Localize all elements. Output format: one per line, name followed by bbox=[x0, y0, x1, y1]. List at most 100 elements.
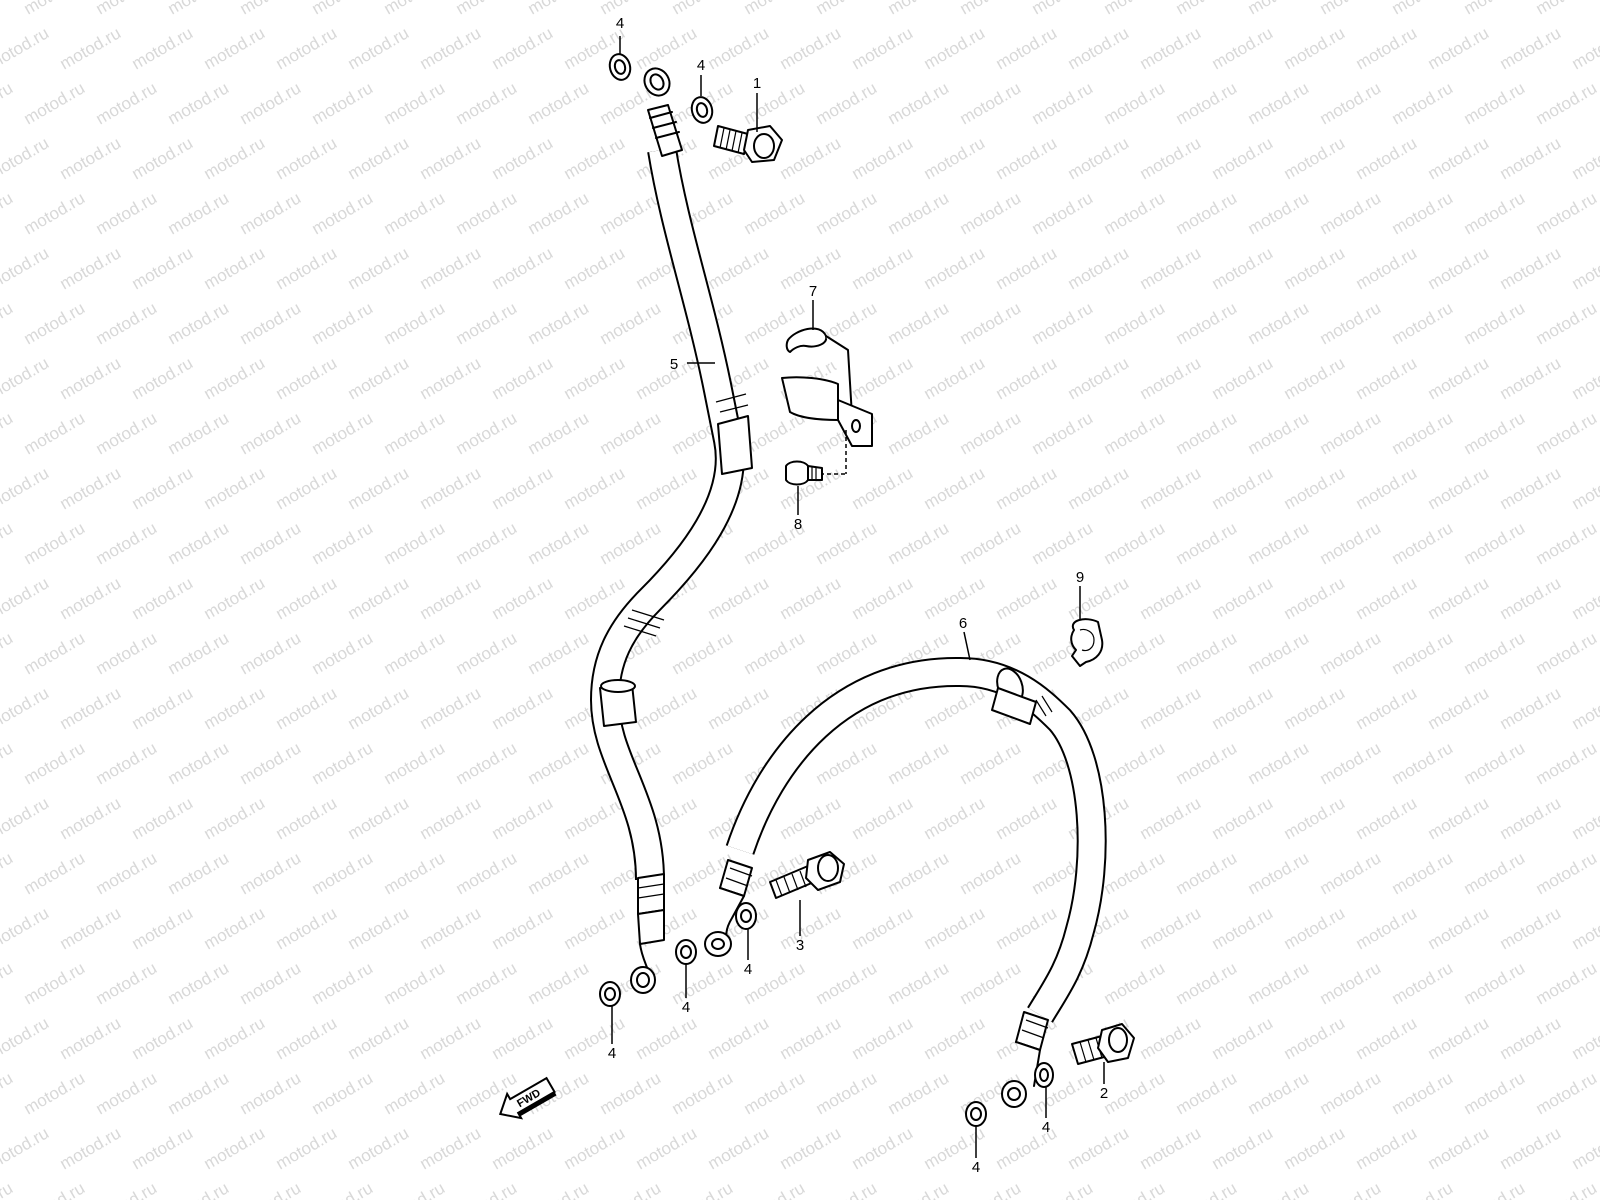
washer-4-right-2[interactable] bbox=[965, 1101, 987, 1127]
watermark-text: motod.ru bbox=[921, 243, 989, 293]
watermark-text: motod.ru bbox=[165, 958, 233, 1008]
watermark-text: motod.ru bbox=[1281, 793, 1349, 843]
watermark-text: motod.ru bbox=[453, 1178, 521, 1200]
washer-4-lower-2[interactable] bbox=[675, 939, 697, 965]
watermark-text: motod.ru bbox=[561, 903, 629, 953]
watermark-text: motod.ru bbox=[165, 1178, 233, 1200]
watermark-text: motod.ru bbox=[1425, 463, 1493, 513]
watermark-text: motod.ru bbox=[1245, 0, 1313, 18]
washer-4-lower-1[interactable] bbox=[599, 981, 621, 1007]
watermark-text: motod.ru bbox=[489, 23, 557, 73]
union-bolt-3[interactable] bbox=[769, 851, 845, 899]
watermark-text: motod.ru bbox=[93, 738, 161, 788]
watermark-text: motod.ru bbox=[1389, 0, 1457, 18]
watermark-text: motod.ru bbox=[561, 463, 629, 513]
watermark-text: motod.ru bbox=[489, 903, 557, 953]
watermark-text: motod.ru bbox=[453, 958, 521, 1008]
brake-hose-6[interactable] bbox=[704, 656, 1107, 1108]
watermark-text: motod.ru bbox=[165, 78, 233, 128]
watermark-text: motod.ru bbox=[381, 738, 449, 788]
watermark-text: motod.ru bbox=[1281, 463, 1349, 513]
watermark-text: motod.ru bbox=[1029, 188, 1097, 238]
watermark-text: motod.ru bbox=[1065, 243, 1133, 293]
union-bolt-2[interactable] bbox=[1071, 1023, 1135, 1065]
watermark-text: motod.ru bbox=[93, 1068, 161, 1118]
watermark-text: motod.ru bbox=[1245, 958, 1313, 1008]
watermark-text: motod.ru bbox=[309, 1068, 377, 1118]
watermark-text: motod.ru bbox=[1569, 353, 1600, 403]
watermark-text: motod.ru bbox=[345, 463, 413, 513]
watermark-text: motod.ru bbox=[129, 793, 197, 843]
watermark-text: motod.ru bbox=[93, 408, 161, 458]
watermark-text: motod.ru bbox=[849, 243, 917, 293]
watermark-text: motod.ru bbox=[525, 628, 593, 678]
washer-4-right-1[interactable] bbox=[1034, 1062, 1054, 1088]
watermark-text: motod.ru bbox=[1353, 683, 1421, 733]
watermark-text: motod.ru bbox=[201, 243, 269, 293]
watermark-text: motod.ru bbox=[0, 23, 52, 73]
watermark-text: motod.ru bbox=[93, 958, 161, 1008]
watermark-text: motod.ru bbox=[0, 408, 16, 458]
watermark-text: motod.ru bbox=[1065, 133, 1133, 183]
watermark-text: motod.ru bbox=[453, 848, 521, 898]
watermark-text: motod.ru bbox=[633, 463, 701, 513]
watermark-text: motod.ru bbox=[57, 573, 125, 623]
callout-bolt-2: 2 bbox=[1100, 1085, 1108, 1102]
washer-4-top-left[interactable] bbox=[607, 52, 633, 82]
watermark-text: motod.ru bbox=[561, 133, 629, 183]
watermark-text: motod.ru bbox=[1209, 353, 1277, 403]
watermark-text: motod.ru bbox=[417, 243, 485, 293]
watermark-text: motod.ru bbox=[57, 1013, 125, 1063]
watermark-text: motod.ru bbox=[849, 133, 917, 183]
watermark-text: motod.ru bbox=[1425, 353, 1493, 403]
watermark-text: motod.ru bbox=[813, 188, 881, 238]
watermark-text: motod.ru bbox=[957, 78, 1025, 128]
watermark-text: motod.ru bbox=[1245, 518, 1313, 568]
watermark-text: motod.ru bbox=[849, 903, 917, 953]
watermark-text: motod.ru bbox=[345, 1123, 413, 1173]
watermark-text: motod.ru bbox=[201, 353, 269, 403]
washer-4-lower-3[interactable] bbox=[735, 902, 757, 930]
watermark-text: motod.ru bbox=[705, 243, 773, 293]
callout-clamp-9: 9 bbox=[1076, 569, 1084, 586]
watermark-text: motod.ru bbox=[237, 188, 305, 238]
watermark-text: motod.ru bbox=[453, 738, 521, 788]
watermark-text: motod.ru bbox=[417, 1013, 485, 1063]
watermark-text: motod.ru bbox=[957, 518, 1025, 568]
watermark-text: motod.ru bbox=[1065, 1123, 1133, 1173]
watermark-text: motod.ru bbox=[0, 628, 16, 678]
watermark-text: motod.ru bbox=[525, 0, 593, 18]
watermark-text: motod.ru bbox=[1137, 683, 1205, 733]
watermark-text: motod.ru bbox=[1533, 518, 1600, 568]
watermark-text: motod.ru bbox=[1281, 133, 1349, 183]
washer-4-top-right[interactable] bbox=[689, 95, 715, 125]
watermark-text: motod.ru bbox=[237, 1068, 305, 1118]
watermark-text: motod.ru bbox=[525, 518, 593, 568]
watermark-text: motod.ru bbox=[1173, 0, 1241, 18]
watermark-text: motod.ru bbox=[489, 463, 557, 513]
watermark-text: motod.ru bbox=[885, 298, 953, 348]
watermark-text: motod.ru bbox=[1569, 1123, 1600, 1173]
watermark-text: motod.ru bbox=[1029, 298, 1097, 348]
watermark-text: motod.ru bbox=[0, 1013, 52, 1063]
watermark-text: motod.ru bbox=[741, 628, 809, 678]
bolt-8[interactable] bbox=[785, 460, 823, 486]
brake-hose-5[interactable] bbox=[590, 64, 753, 994]
watermark-text: motod.ru bbox=[741, 188, 809, 238]
watermark-text: motod.ru bbox=[1353, 1123, 1421, 1173]
watermark-text: motod.ru bbox=[237, 408, 305, 458]
watermark-text: motod.ru bbox=[1497, 463, 1565, 513]
watermark-text: motod.ru bbox=[21, 628, 89, 678]
watermark-text: motod.ru bbox=[1389, 78, 1457, 128]
watermark-text: motod.ru bbox=[1461, 738, 1529, 788]
union-bolt-1[interactable] bbox=[713, 125, 783, 163]
watermark-text: motod.ru bbox=[1029, 408, 1097, 458]
watermark-text: motod.ru bbox=[885, 188, 953, 238]
watermark-text: motod.ru bbox=[849, 353, 917, 403]
watermark-text: motod.ru bbox=[165, 188, 233, 238]
watermark-text: motod.ru bbox=[921, 683, 989, 733]
watermark-text: motod.ru bbox=[0, 848, 16, 898]
hose-clamp-9[interactable] bbox=[1070, 618, 1104, 667]
hose-clamp-7[interactable] bbox=[781, 327, 873, 475]
